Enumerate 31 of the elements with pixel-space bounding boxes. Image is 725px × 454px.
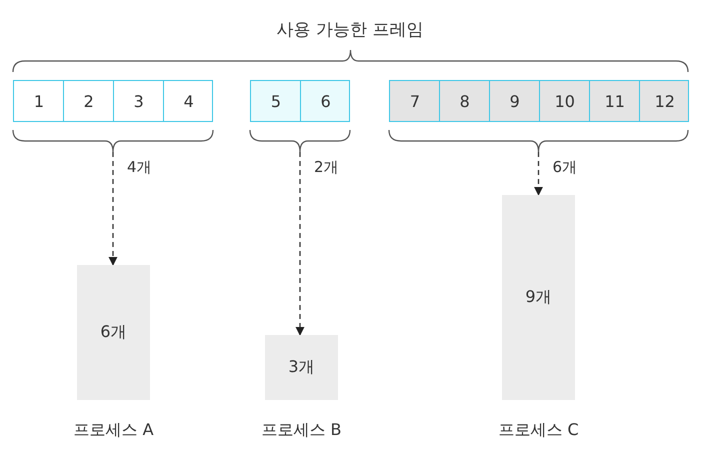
process-label: 프로세스 A (73, 420, 154, 441)
process-label: 프로세스 C (498, 420, 579, 441)
frame-cell: 7 (390, 81, 440, 121)
frame-cell: 1 (14, 81, 64, 121)
frame-cell: 4 (162, 81, 214, 121)
frame-cell: 2 (62, 81, 114, 121)
title: 사용 가능한 프레임 (276, 19, 424, 41)
process-block: 3개 (265, 335, 338, 400)
edge-label: 4개 (127, 158, 152, 177)
frame-cell: 12 (638, 81, 690, 121)
dashed-arrow (534, 152, 544, 196)
process-block: 9개 (502, 195, 575, 400)
frame-cell: 9 (488, 81, 540, 121)
frame-cell: 11 (588, 81, 640, 121)
frame-cell: 10 (538, 81, 590, 121)
frame-row (389, 80, 689, 122)
frame-cell: 6 (300, 81, 351, 121)
curly-brace (250, 130, 350, 152)
process-block: 6개 (77, 265, 150, 400)
curly-brace (389, 130, 688, 152)
edge-label: 6개 (552, 158, 578, 177)
dashed-arrow (295, 152, 305, 336)
frame-cell: 5 (251, 81, 301, 121)
dashed-arrow (108, 152, 118, 266)
process-label: 프로세스 B (261, 420, 342, 441)
frame-cell: 3 (112, 81, 164, 121)
curly-brace (13, 130, 213, 152)
frame-row (250, 80, 350, 122)
frame-cell: 8 (438, 81, 490, 121)
edge-label: 2개 (314, 158, 339, 177)
frame-row (13, 80, 213, 122)
